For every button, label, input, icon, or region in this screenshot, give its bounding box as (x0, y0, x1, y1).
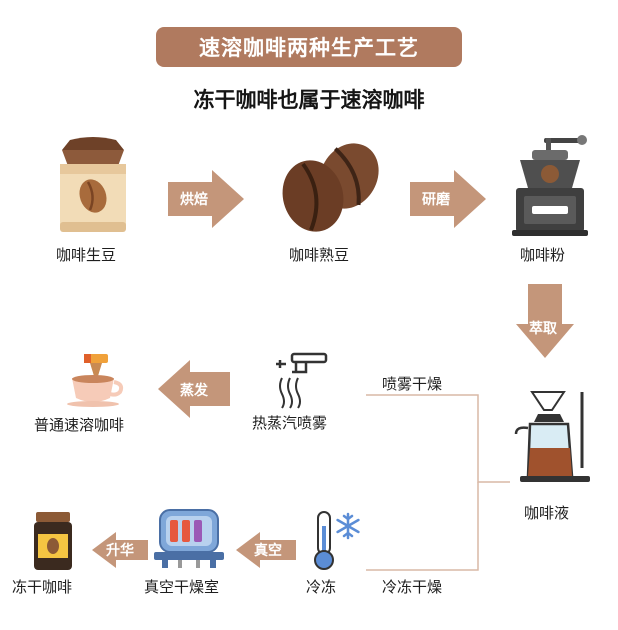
coffee-jar-icon (32, 512, 74, 572)
arrow-grind-label: 研磨 (422, 192, 450, 208)
node-freeze-dried: 冻干咖啡 (12, 578, 73, 596)
coffee-grinder-icon (510, 135, 590, 236)
arrow-evaporate-label: 蒸发 (180, 383, 208, 399)
coffee-bag-icon (52, 137, 134, 234)
arrow-evaporate: 蒸发 (158, 360, 230, 422)
node-steam-spray: 热蒸汽喷雾 (252, 414, 328, 432)
arrow-vacuum-label: 真空 (254, 543, 282, 559)
branch-freeze-dry-label: 冷冻干燥 (382, 578, 443, 596)
page-title: 速溶咖啡两种生产工艺 (156, 27, 462, 67)
arrow-vacuum: 真空 (236, 532, 296, 572)
pour-over-icon (512, 388, 596, 484)
node-roasted-beans: 咖啡熟豆 (289, 246, 350, 264)
steam-faucet-icon (266, 350, 330, 409)
page-subtitle: 冻干咖啡也属于速溶咖啡 (193, 88, 425, 112)
coffee-cup-icon (64, 352, 128, 408)
node-freezing: 冷冻 (306, 578, 337, 596)
node-coffee-powder: 咖啡粉 (520, 246, 566, 264)
arrow-extract-label: 萃取 (529, 321, 557, 337)
arrow-grind: 研磨 (410, 170, 486, 232)
arrow-extract: 萃取 (516, 284, 574, 362)
node-raw-beans: 咖啡生豆 (56, 246, 117, 264)
coffee-beans-icon (275, 138, 385, 234)
node-vacuum-chamber: 真空干燥室 (144, 578, 220, 596)
arrow-sublimate-label: 升华 (106, 543, 134, 559)
node-coffee-liquid: 咖啡液 (524, 504, 570, 522)
arrow-sublimate: 升华 (92, 532, 148, 572)
arrow-roast: 烘焙 (168, 170, 244, 232)
arrow-roast-label: 烘焙 (180, 192, 208, 208)
branch-spray-dry-label: 喷雾干燥 (382, 375, 443, 393)
node-regular-instant: 普通速溶咖啡 (34, 416, 125, 434)
thermometer-snowflake-icon (310, 510, 364, 570)
vacuum-chamber-icon (152, 504, 226, 570)
